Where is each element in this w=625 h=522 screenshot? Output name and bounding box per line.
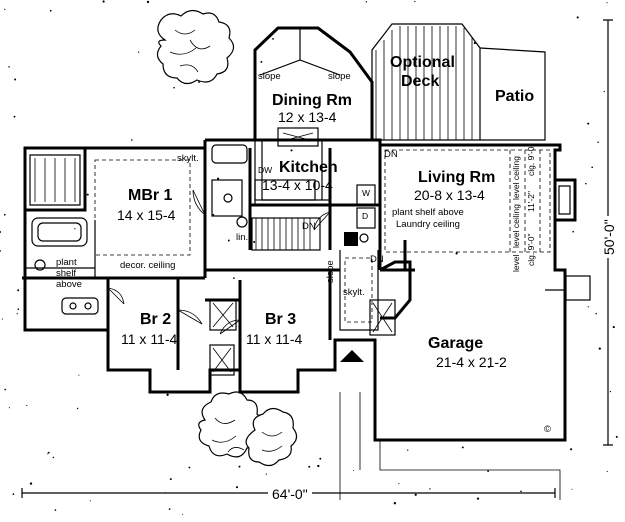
overall-depth-dimension: 50'-0" (601, 216, 617, 258)
dn-living-note: DN (384, 149, 398, 160)
dining-room-size: 12 x 13-4 (278, 109, 337, 125)
deck-label-2: Deck (401, 73, 440, 90)
linen-closet-note: lin. (236, 232, 249, 243)
slope-hall-note: slope (325, 260, 336, 283)
garage-name: Garage (428, 335, 484, 352)
garage-size: 21-4 x 21-2 (436, 354, 507, 370)
overall-width-dimension: 64'-0" (268, 487, 312, 501)
level-ceiling-2: level ceiling (511, 204, 521, 248)
plant-shelf-note-2: Laundry ceiling (396, 219, 460, 230)
dishwasher-note: DW (258, 165, 273, 175)
bath-plant-shelf-2: shelf (56, 268, 77, 279)
clg-height-1: clg. 9'-0" (526, 143, 536, 176)
deck-boards (375, 26, 473, 140)
dryer-note: D (362, 211, 369, 221)
clg-height-2: 11'-2" (526, 190, 536, 212)
skylight-hall-note: skylt. (343, 287, 365, 298)
living-room-name: Living Rm (418, 169, 496, 186)
bedroom-3-name: Br 3 (265, 311, 297, 328)
bedroom-3-size: 11 x 11-4 (246, 331, 303, 347)
slope-left-note: slope (258, 71, 281, 82)
kitchen-name: Kitchen (279, 159, 338, 176)
master-bedroom-size: 14 x 15-4 (117, 207, 176, 223)
copyright-mark: © (544, 424, 551, 435)
bath-plant-shelf-1: plant (56, 257, 77, 268)
stair (251, 217, 321, 251)
level-ceiling-1: level ceiling (511, 156, 521, 200)
living-room-size: 20-8 x 13-4 (414, 187, 485, 203)
plant-shelf-note-1: plant shelf above (392, 207, 464, 218)
kitchen-size: 13-4 x 10-4 (262, 177, 333, 193)
master-bedroom-name: MBr 1 (128, 187, 173, 204)
decor-ceiling-note: decor. ceiling (120, 260, 176, 271)
bedroom-2-name: Br 2 (140, 311, 172, 328)
tree-bottom-right (245, 407, 298, 467)
deck-label-1: Optional (390, 54, 455, 71)
slope-right-note: slope (328, 71, 351, 82)
patio-label: Patio (495, 88, 535, 105)
bath-plant-shelf-3: above (56, 279, 82, 290)
dn-stair-note: DN (302, 221, 316, 232)
bedroom-2-size: 11 x 11-4 (121, 331, 178, 347)
skylight-kitchen-note: skylt. (177, 153, 199, 164)
dn-garage-note: DN (370, 254, 384, 265)
washer-note: W (362, 188, 371, 198)
dining-room-name: Dining Rm (272, 92, 352, 109)
clg-height-3: clg. 9'-0" (526, 233, 536, 266)
level-ceiling-3: level (511, 254, 521, 272)
tree-top-left (156, 9, 235, 85)
